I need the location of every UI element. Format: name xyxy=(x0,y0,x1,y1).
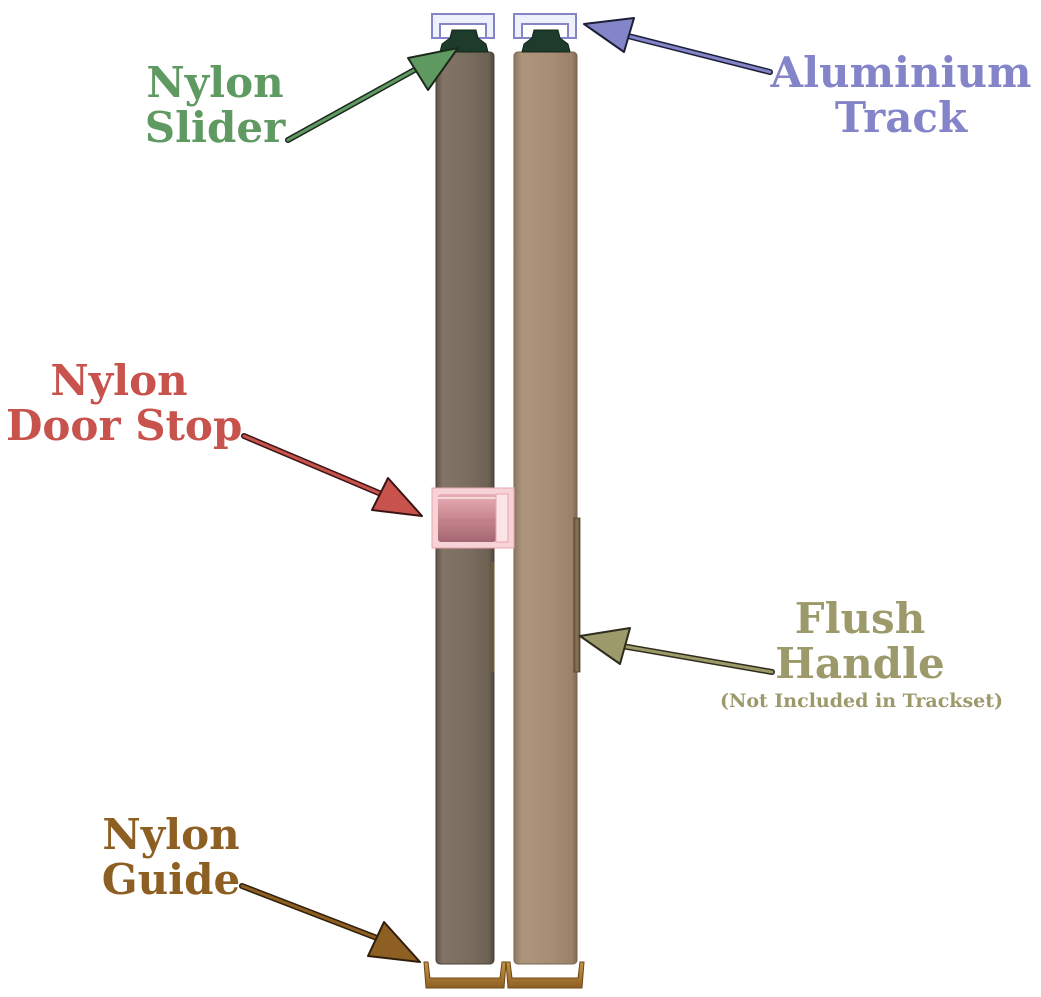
nylon-slider-label: Nylon Slider xyxy=(140,60,290,151)
right-door xyxy=(513,51,578,965)
flush-handle xyxy=(573,517,581,673)
nylon-slider-right xyxy=(521,29,571,53)
guide-arrow xyxy=(239,883,421,963)
nylon-door-stop-label-line1: Nylon xyxy=(50,356,188,405)
flush-handle-label-line1: Flush xyxy=(794,594,926,643)
flush-handle-label: Flush Handle (Not Included in Trackset) xyxy=(720,594,1004,712)
nylon-guide-label-line2: Guide xyxy=(101,855,241,905)
nylon-slider-label-line1: Nylon xyxy=(146,58,284,107)
door-stop-arrow xyxy=(241,433,423,517)
aluminium-track-label-line1: Aluminium xyxy=(770,48,1032,97)
nylon-door-stop-label: Nylon Door Stop xyxy=(6,356,243,451)
nylon-guide-left xyxy=(423,961,507,989)
nylon-guide-label-line1: Nylon xyxy=(102,810,240,859)
nylon-guide-label: Nylon Guide xyxy=(96,812,246,903)
handle-arrow xyxy=(579,627,775,675)
nylon-slider-label-line2: Slider xyxy=(144,103,286,153)
flush-handle-label-line2: Handle xyxy=(775,639,945,689)
nylon-slider-left xyxy=(439,29,489,53)
nylon-guide-right xyxy=(505,961,585,989)
slider-arrow xyxy=(285,47,459,143)
nylon-door-stop xyxy=(431,487,515,549)
nylon-door-stop-label-line2: Door Stop xyxy=(6,401,243,451)
track-arrow xyxy=(583,17,773,75)
aluminium-track-label-line2: Track xyxy=(834,93,968,143)
aluminium-track-label: Aluminium Track xyxy=(770,50,1032,141)
flush-handle-note: (Not Included in Trackset) xyxy=(720,689,1004,712)
